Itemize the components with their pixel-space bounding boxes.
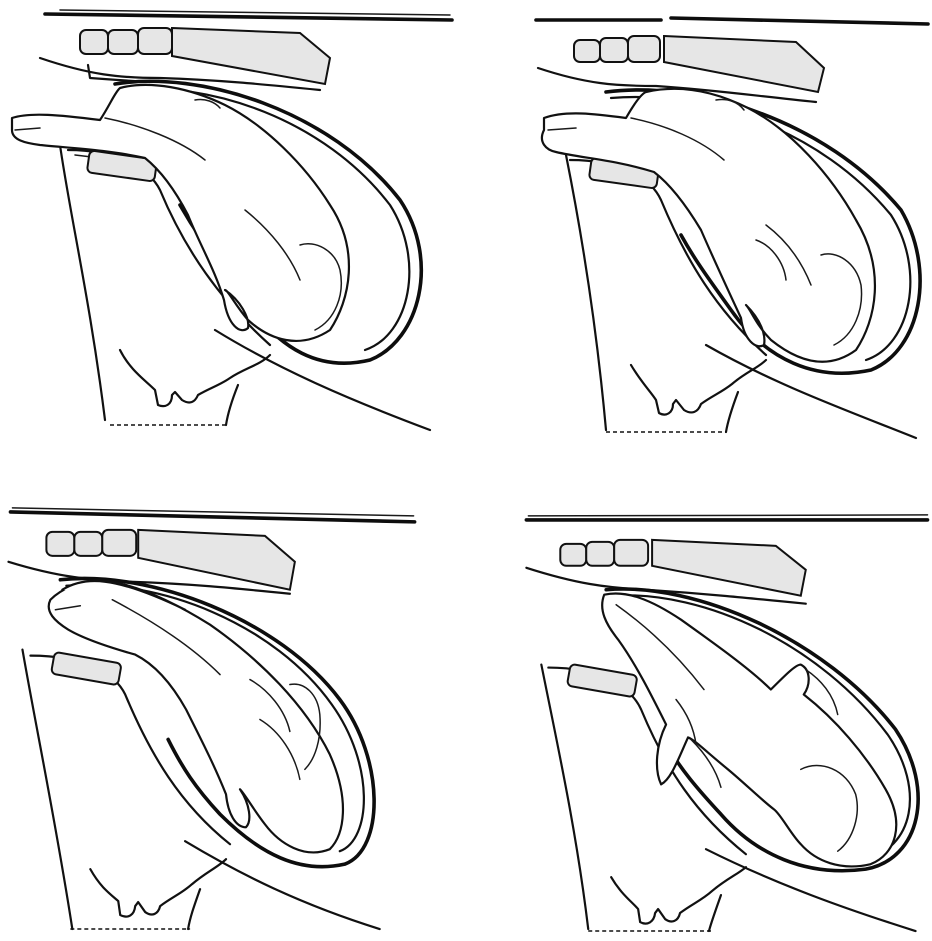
back-line-inner <box>528 515 927 516</box>
panel-3-drawing <box>0 470 466 940</box>
pubis-bone <box>567 664 638 697</box>
leg-line <box>709 895 721 931</box>
panel-4-drawing <box>466 470 932 940</box>
belly-line <box>215 330 430 430</box>
calf <box>542 89 875 362</box>
panel-2 <box>466 0 932 470</box>
pubis-outline <box>60 145 105 420</box>
panel-3 <box>0 470 466 940</box>
udder <box>120 350 270 406</box>
belly-line <box>185 841 380 929</box>
panel-1 <box>0 0 466 470</box>
panel-4 <box>466 470 932 940</box>
back-line <box>10 512 414 522</box>
pubis-outline <box>541 665 588 929</box>
leg-line <box>226 385 238 425</box>
vertebrae <box>560 540 805 596</box>
back-line-right <box>671 18 928 24</box>
panel-1-drawing <box>0 0 466 470</box>
calf <box>12 85 349 341</box>
leg-line <box>726 392 738 432</box>
pubis-outline <box>22 650 72 929</box>
udder <box>90 859 226 916</box>
pubis-bone <box>51 652 122 685</box>
pubis-outline <box>566 155 606 430</box>
udder <box>611 867 746 923</box>
udder <box>631 360 766 415</box>
leg-line <box>188 889 200 929</box>
panel-2-drawing <box>466 0 932 470</box>
calf <box>602 593 896 866</box>
